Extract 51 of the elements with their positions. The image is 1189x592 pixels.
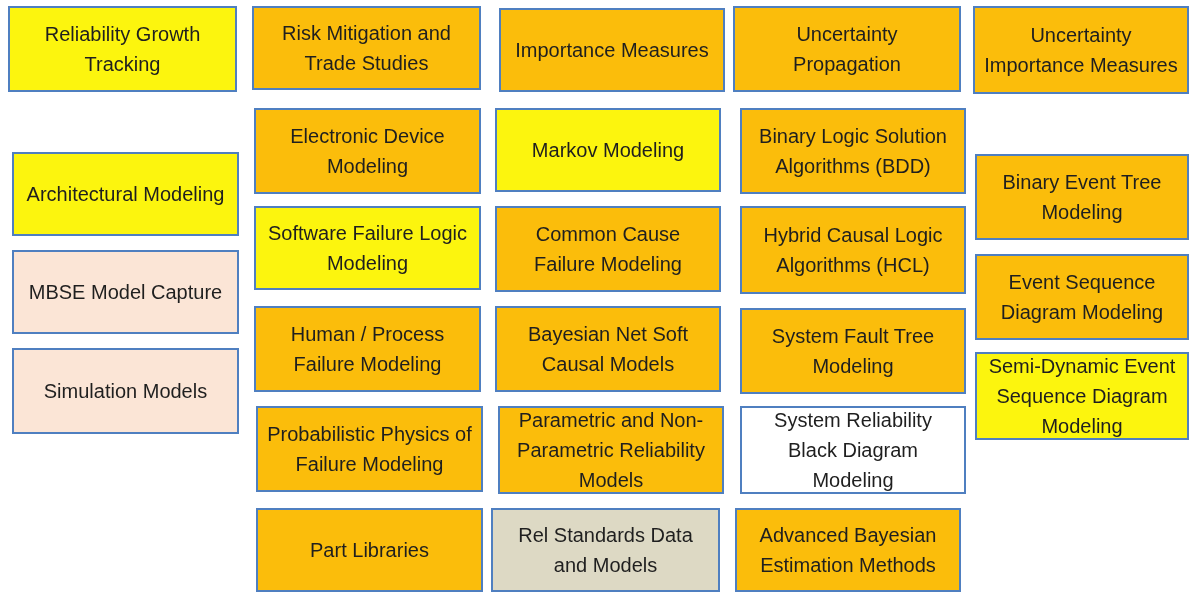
topic-box [491, 508, 720, 592]
topic-box [973, 6, 1189, 94]
box-label: Architectural Modeling [26, 182, 225, 207]
topic-box [735, 508, 961, 592]
box-label: Semi-Dynamic Event Sequence Diagram Modeling [987, 354, 1177, 439]
box-label: Event Sequence Diagram Modeling [999, 270, 1165, 325]
topic-box [254, 306, 481, 392]
topic-box [498, 406, 724, 494]
box-label: Human / Process Failure Modeling [289, 322, 446, 377]
topic-box [975, 154, 1189, 240]
box-label: Simulation Models [43, 379, 208, 404]
box-label: System Reliability Black Diagram Modeling [773, 408, 933, 493]
box-label: Rel Standards Data and Models [517, 523, 694, 578]
topic-box [733, 6, 961, 92]
topic-box [495, 306, 721, 392]
box-label: Uncertainty Propagation [792, 22, 902, 77]
box-label: MBSE Model Capture [28, 280, 223, 305]
box-label: System Fault Tree Modeling [770, 324, 936, 379]
topic-box [740, 206, 966, 294]
topic-box [740, 108, 966, 194]
topic-box [12, 348, 239, 434]
topic-box [254, 206, 481, 290]
box-label: Parametric and Non-Parametric Reliability Models [516, 408, 706, 493]
box-label: Importance Measures [515, 38, 709, 63]
topic-box [8, 6, 237, 92]
box-label: Markov Modeling [531, 138, 685, 163]
box-label: Bayesian Net Soft Causal Models [526, 322, 690, 377]
box-label: Software Failure Logic Modeling [267, 221, 468, 276]
topic-box [499, 8, 725, 92]
box-label: Part Libraries [310, 538, 429, 563]
topic-box [740, 308, 966, 394]
box-label: Binary Logic Solution Algorithms (BDD) [758, 124, 948, 179]
topic-box [254, 108, 481, 194]
topic-box [12, 250, 239, 334]
box-label: Reliability Growth Tracking [43, 22, 202, 77]
box-label: Common Cause Failure Modeling [533, 222, 683, 277]
box-label: Binary Event Tree Modeling [1001, 170, 1163, 225]
topic-box [252, 6, 481, 90]
box-label: Advanced Bayesian Estimation Methods [758, 523, 938, 578]
box-label: Risk Mitigation and Trade Studies [281, 21, 452, 76]
box-label: Uncertainty Importance Measures [983, 23, 1179, 78]
box-label: Probabilistic Physics of Failure Modeling [266, 422, 473, 477]
topic-box [256, 406, 483, 492]
topic-box [975, 254, 1189, 340]
topic-box [256, 508, 483, 592]
topic-box [740, 406, 966, 494]
box-label: Hybrid Causal Logic Algorithms (HCL) [762, 223, 944, 278]
box-label: Electronic Device Modeling [289, 124, 446, 179]
topic-box [495, 206, 721, 292]
topic-box [495, 108, 721, 192]
topic-box [12, 152, 239, 236]
